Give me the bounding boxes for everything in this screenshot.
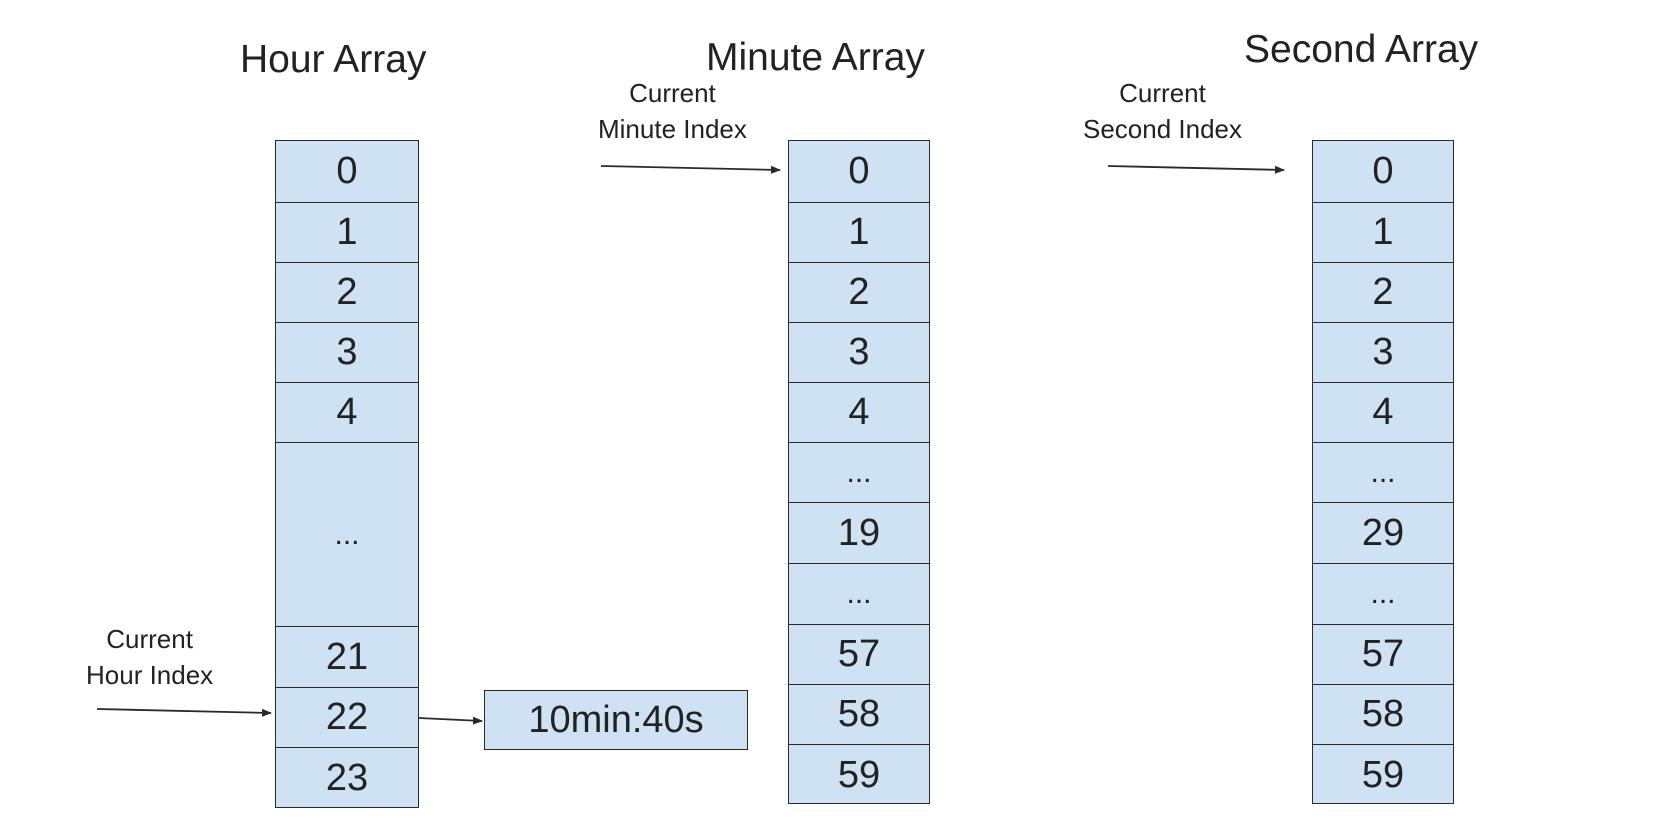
second-cell-current: 0 (1372, 150, 1394, 192)
minute-cell: 57 (789, 624, 929, 684)
hour-cell-ellipsis: ... (276, 442, 418, 626)
hour-cell: 3 (276, 322, 418, 382)
second-cell: 57 (1313, 624, 1453, 684)
hour-cell: 1 (276, 202, 418, 262)
hour-cell: 21 (276, 626, 418, 687)
hour-cell: 4 (276, 382, 418, 442)
hour-array-title: Hour Array (240, 38, 427, 81)
minute-array-title: Minute Array (706, 36, 925, 79)
minute-cell-ellipsis: ... (789, 563, 929, 624)
minute-cell: 58 (789, 684, 929, 744)
current-minute-index-label-line1: Current (629, 78, 716, 108)
minute-cell: 2 (789, 262, 929, 322)
current-hour-index-label: Current Hour Index (86, 622, 213, 694)
current-hour-index-label-line2: Hour Index (86, 659, 214, 690)
minute-cell: 59 (789, 744, 929, 805)
current-minute-index-label: Current Minute Index (598, 76, 747, 148)
second-cell: 4 (1313, 382, 1453, 442)
second-array: 0 1 2 3 4 ... 29 ... 57 58 59 (1312, 140, 1454, 804)
second-cell: 3 (1313, 322, 1453, 382)
hour-to-time-arrow (418, 716, 483, 725)
minute-array: 0 1 2 3 4 ... 19 ... 57 58 59 (788, 140, 930, 804)
hour-cell: 2 (276, 262, 418, 322)
current-minute-index-label-line2: Minute Index (598, 113, 747, 144)
hour-pointer-arrow (96, 708, 272, 717)
hour-cell-current: 22 (276, 687, 418, 747)
second-pointer-arrow (1107, 165, 1285, 174)
minute-cell: 4 (789, 382, 929, 442)
minute-cell-ellipsis: ... (789, 442, 929, 502)
remaining-time-box: 10min:40s (484, 690, 748, 750)
second-cell: 2 (1313, 262, 1453, 322)
second-cell: 1 (1313, 202, 1453, 262)
current-second-index-label: Current Second Index (1083, 76, 1242, 148)
minute-cell: 1 (789, 202, 929, 262)
second-cell: 29 (1313, 502, 1453, 563)
second-cell: 58 (1313, 684, 1453, 744)
minute-pointer-arrow (600, 165, 781, 174)
hour-array: 0 1 2 3 4 ... 21 22 23 (275, 140, 419, 808)
hour-cell: 23 (276, 747, 418, 809)
current-second-index-label-line2: Second Index (1083, 113, 1243, 144)
current-second-index-label-line1: Current (1119, 78, 1206, 108)
second-cell-ellipsis: ... (1313, 442, 1453, 502)
second-array-title: Second Array (1244, 28, 1479, 71)
second-cell-ellipsis: ... (1313, 563, 1453, 624)
minute-cell: 3 (789, 322, 929, 382)
hour-cell: 0 (336, 150, 358, 192)
second-cell: 59 (1313, 744, 1453, 805)
minute-cell-current: 0 (848, 150, 870, 192)
current-hour-index-label-line1: Current (106, 624, 193, 654)
minute-cell: 19 (789, 502, 929, 563)
